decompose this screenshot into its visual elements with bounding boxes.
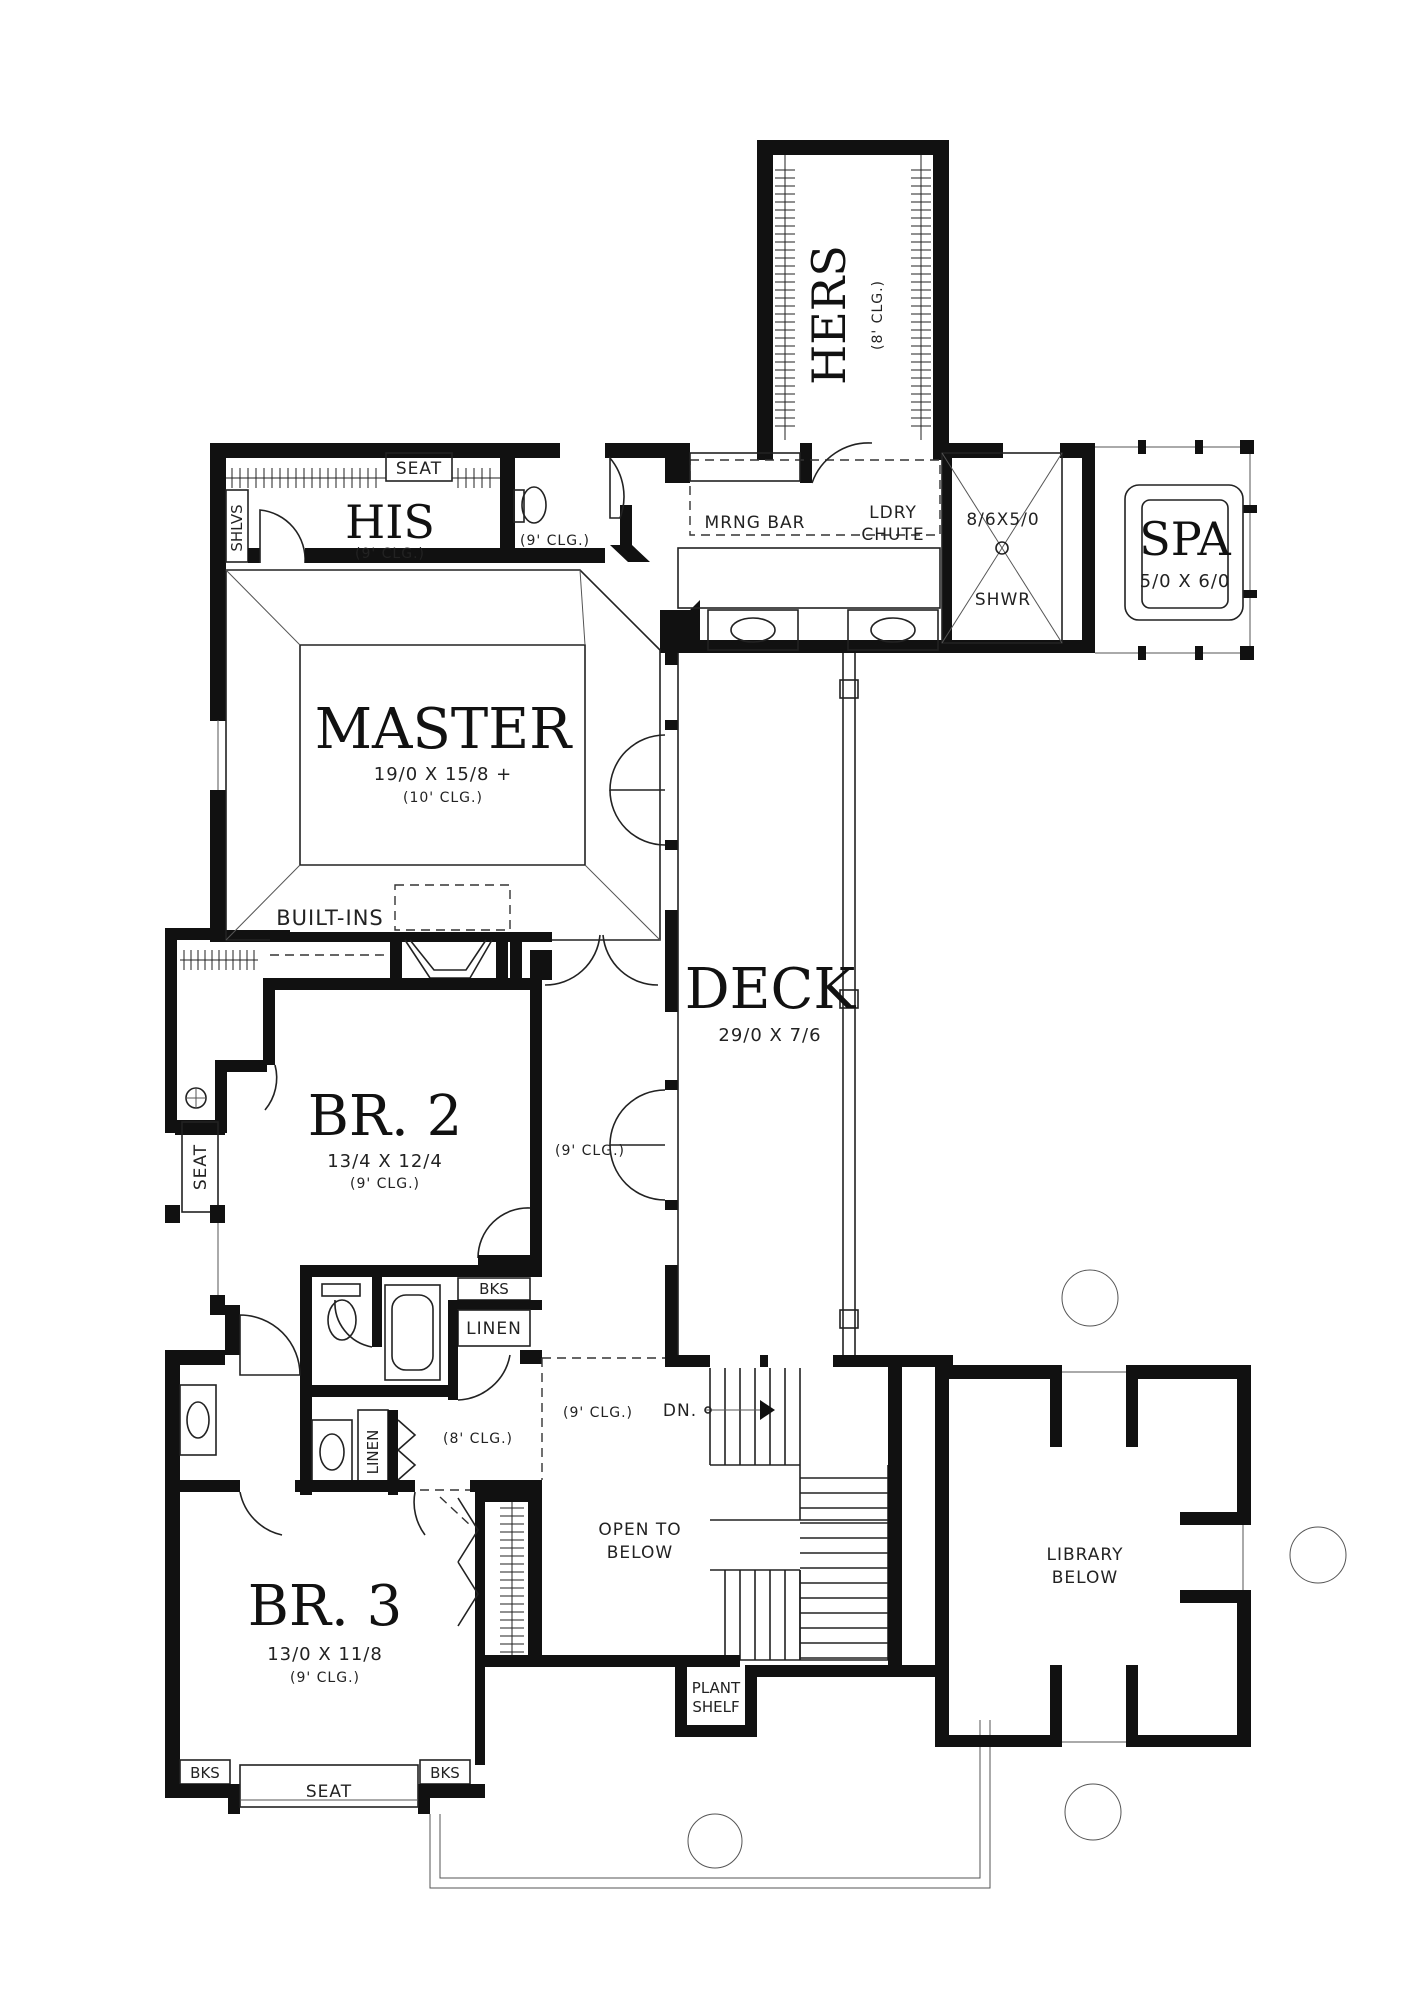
br2-dims: 13/4 X 12/4 xyxy=(327,1151,443,1172)
shelves-label: SHLVS xyxy=(228,504,246,551)
bath-2: BKS LINEN LINEN (8' CLG.) xyxy=(165,1265,665,1495)
bks-upper-label: BKS xyxy=(479,1280,509,1298)
br2-room-name: BR. 2 xyxy=(308,1084,463,1149)
spa-area: SPA 5/0 X 6/0 xyxy=(1095,440,1257,660)
deck-dims: 29/0 X 7/6 xyxy=(718,1025,821,1046)
toilet-room: (9' CLG.) xyxy=(505,455,625,563)
br3-hanger-marks xyxy=(500,1507,524,1653)
laundry-chute-label-1: LDRY xyxy=(869,503,917,523)
built-ins-label: BUILT-INS xyxy=(276,906,384,930)
br3-dims: 13/0 X 11/8 xyxy=(267,1644,383,1665)
stair-treads xyxy=(709,1368,888,1660)
hall: (9' CLG.) xyxy=(544,934,678,1360)
hall-ceiling: (9' CLG.) xyxy=(555,1143,625,1159)
his-seat-label: SEAT xyxy=(396,459,442,479)
closet-ceiling: (8' CLG.) xyxy=(443,1431,513,1447)
landing-ceiling: (9' CLG.) xyxy=(563,1405,633,1421)
hers-ceiling: (8' CLG.) xyxy=(870,280,886,350)
master-dims: 19/0 X 15/8 + xyxy=(374,764,512,785)
spa-room-name: SPA xyxy=(1139,512,1231,566)
his-room-name: HIS xyxy=(345,495,435,549)
hers-room-name: HERS xyxy=(802,245,856,385)
his-closet: SEAT SHLVS HIS (9' CLG.) xyxy=(225,452,515,564)
shower-label: SHWR xyxy=(975,590,1031,610)
plant-shelf-label-2: SHELF xyxy=(692,1698,739,1716)
library-label-2: BELOW xyxy=(1052,1568,1118,1588)
laundry-chute-label-2: CHUTE xyxy=(861,525,924,545)
bks-right-label: BKS xyxy=(430,1764,460,1782)
his-hanger-marks xyxy=(231,468,491,488)
br2-ceiling: (9' CLG.) xyxy=(350,1176,420,1192)
master-bedroom: MASTER 19/0 X 15/8 + (10' CLG.) BUILT-IN… xyxy=(165,569,678,1000)
linen-upper-label: LINEN xyxy=(466,1319,522,1339)
his-ceiling: (9' CLG.) xyxy=(355,546,425,562)
br2-hanger-marks xyxy=(183,950,255,970)
library-label-1: LIBRARY xyxy=(1046,1545,1123,1565)
spa-dims: 5/0 X 6/0 xyxy=(1140,571,1231,592)
master-ceiling: (10' CLG.) xyxy=(403,790,483,806)
linen-lower-label: LINEN xyxy=(364,1430,382,1475)
open-to-below-2: BELOW xyxy=(607,1543,673,1563)
toilet-ceiling: (9' CLG.) xyxy=(520,533,590,549)
hers-hanger-marks xyxy=(775,169,931,427)
master-bath-walls xyxy=(210,443,1095,713)
br3-room-name: BR. 3 xyxy=(248,1574,403,1639)
master-bath: MRNG BAR LDRY CHUTE 8/6X5/0 SHWR xyxy=(677,442,1063,651)
bks-left-label: BKS xyxy=(190,1764,220,1782)
morning-bar-label: MRNG BAR xyxy=(705,513,806,533)
br3-ceiling: (9' CLG.) xyxy=(290,1670,360,1686)
hers-closet: HERS (8' CLG.) xyxy=(757,140,949,460)
deck: DECK 29/0 X 7/6 xyxy=(677,653,859,1360)
bedroom-3: BR. 3 13/0 X 11/8 (9' CLG.) BKS BKS SEAT xyxy=(165,1480,740,1814)
br3-seat-label: SEAT xyxy=(306,1782,352,1802)
bedroom-2: SEAT BR. 2 13/4 X 12/4 (9' CLG.) xyxy=(165,928,542,1295)
open-to-below-1: OPEN TO xyxy=(598,1520,681,1540)
deck-room-name: DECK xyxy=(685,957,857,1022)
down-label: DN. xyxy=(663,1401,697,1421)
master-room-name: MASTER xyxy=(315,697,573,762)
library-below: LIBRARY BELOW xyxy=(888,1269,1347,1841)
plant-shelf-label-1: PLANT xyxy=(692,1679,741,1697)
br2-seat-label: SEAT xyxy=(191,1144,211,1190)
stair: (9' CLG.) DN. OPEN TO BELOW xyxy=(563,1355,953,1661)
plant-shelf: PLANT SHELF xyxy=(429,1665,991,1889)
shower-dims: 8/6X5/0 xyxy=(966,510,1039,530)
